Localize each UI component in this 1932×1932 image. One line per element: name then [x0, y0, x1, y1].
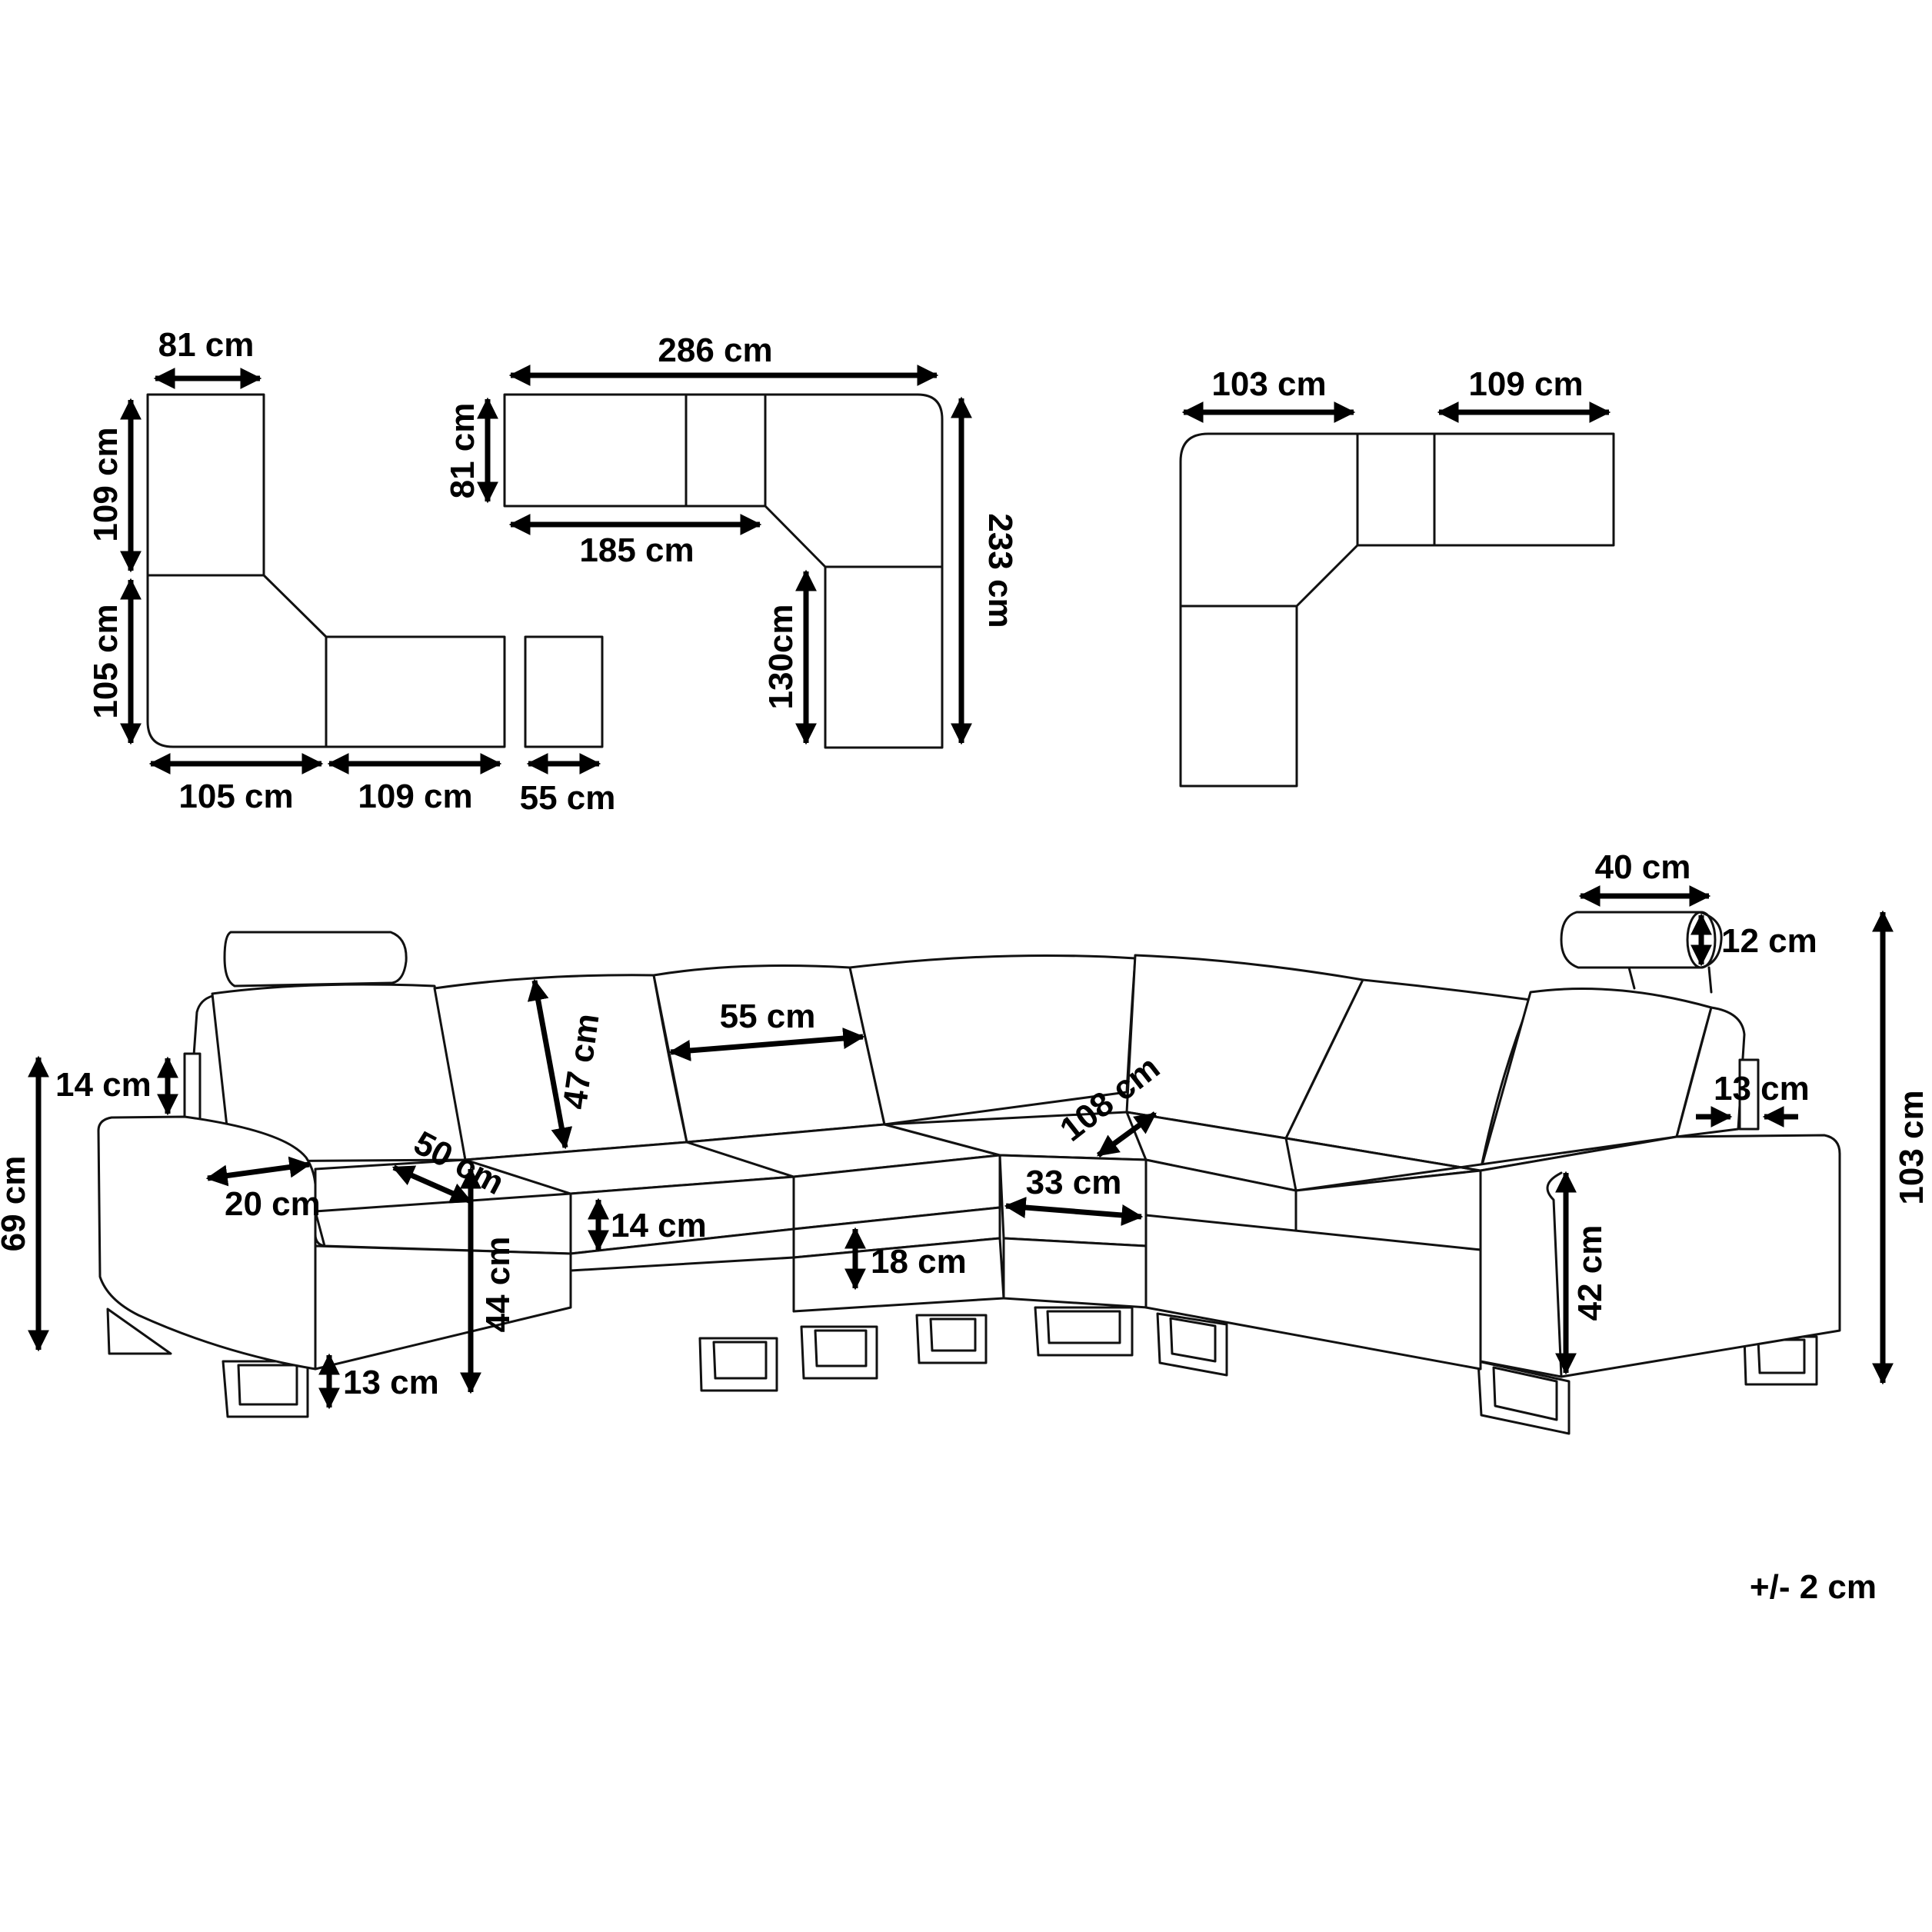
sofa-right-side-panel	[1738, 1058, 1760, 1131]
sofa-headrest-width-label: 40 cm	[1595, 848, 1691, 886]
sofa-leg-mid-4	[1156, 1312, 1228, 1377]
sofa-base-height-label: 18 cm	[871, 1243, 967, 1281]
middle-plan-outline	[503, 393, 944, 749]
sofa-back-cushion-3	[652, 964, 886, 1144]
left-plan-side-seat	[325, 635, 506, 748]
middle-plan-inner-height-label: 130cm	[762, 604, 800, 709]
sofa-back-height-arrow	[527, 978, 573, 1150]
sofa-leg-right-front	[1477, 1360, 1571, 1435]
left-plan-bottom-left-label: 105 cm	[178, 778, 293, 815]
sofa-back-width-label: 55 cm	[720, 998, 816, 1035]
middle-plan: 286 cm 81 cm 185 cm 130cm 233 cm	[444, 331, 1019, 749]
sofa-corner-base	[1002, 1237, 1149, 1309]
middle-plan-inner-width-label: 185 cm	[579, 531, 694, 569]
sofa-corner-width-arrow	[1004, 1197, 1144, 1226]
left-plan-upper-height-label: 109 cm	[87, 427, 125, 541]
left-plan: 81 cm 109 cm 105 cm 105 cm 109 cm 55 cm	[87, 326, 615, 817]
sofa-right-base	[1144, 1214, 1482, 1371]
sofa-left-side-panel	[183, 1052, 202, 1124]
sofa-corner-depth-arrow	[1096, 1111, 1158, 1158]
sofa-right-headrest-end	[1686, 911, 1717, 969]
right-plan: 103 cm 109 cm	[1179, 365, 1615, 788]
right-plan-outline	[1179, 432, 1615, 788]
sofa-right-headrest	[1560, 911, 1723, 969]
left-plan-lower-height-label: 105 cm	[87, 604, 125, 718]
sofa-arm-height-label: 69 cm	[0, 1156, 32, 1252]
sofa-leg-mid-3	[915, 1314, 988, 1364]
sofa-left-headrest	[223, 931, 408, 988]
sofa-overall-height-label: 103 cm	[1893, 1090, 1930, 1204]
sofa-right-arm	[1479, 1134, 1841, 1378]
left-plan-corner-seat	[146, 574, 328, 748]
sofa-leg-height-label: 13 cm	[343, 1364, 439, 1401]
middle-plan-depth-label: 81 cm	[444, 403, 481, 499]
sofa-arm-height-right-label: 42 cm	[1571, 1225, 1609, 1321]
sofa-seat-depth-arrow	[391, 1164, 473, 1204]
sofa-leg-left-front	[222, 1360, 309, 1418]
sofa-perspective: 40 cm 12 cm 103 cm 13 cm 47 cm 55 cm 14 …	[0, 848, 1930, 1435]
tolerance-note: +/- 2 cm	[1750, 1568, 1877, 1606]
sofa-cushion-height-label: 14 cm	[611, 1207, 707, 1244]
sofa-left-base	[314, 1244, 572, 1371]
sofa-leg-left-back	[106, 1307, 172, 1355]
sofa-back-width-arrow	[668, 1028, 865, 1061]
left-plan-ottoman-label: 55 cm	[520, 779, 616, 817]
sofa-seat-height-label: 44 cm	[479, 1237, 517, 1333]
sofa-leg-corner	[1034, 1306, 1134, 1357]
sofa-arm-gap-label: 13 cm	[1714, 1070, 1810, 1108]
right-plan-left-width-label: 103 cm	[1211, 365, 1326, 403]
middle-plan-total-height-label: 233 cm	[981, 513, 1019, 628]
sofa-arm-top-label: 14 cm	[55, 1066, 152, 1104]
sofa-leg-mid-1	[698, 1337, 778, 1392]
left-plan-ottoman	[524, 635, 604, 748]
sofa-leg-mid-2	[800, 1325, 878, 1380]
left-plan-bottom-mid-label: 109 cm	[358, 778, 472, 815]
sofa-right-headrest-post-2	[1707, 966, 1713, 994]
sofa-right-headrest-post-1	[1627, 966, 1636, 990]
sofa-arm-width-label: 20 cm	[225, 1185, 321, 1223]
middle-plan-total-width-label: 286 cm	[658, 331, 772, 369]
left-plan-top-width-label: 81 cm	[158, 326, 255, 364]
left-plan-top-seat	[146, 393, 265, 577]
right-plan-right-width-label: 109 cm	[1468, 365, 1583, 403]
sofa-arm-width-arrow	[205, 1156, 311, 1187]
sofa-corner-width-label: 33 cm	[1026, 1164, 1122, 1201]
sofa-headrest-height-label: 12 cm	[1721, 922, 1817, 960]
